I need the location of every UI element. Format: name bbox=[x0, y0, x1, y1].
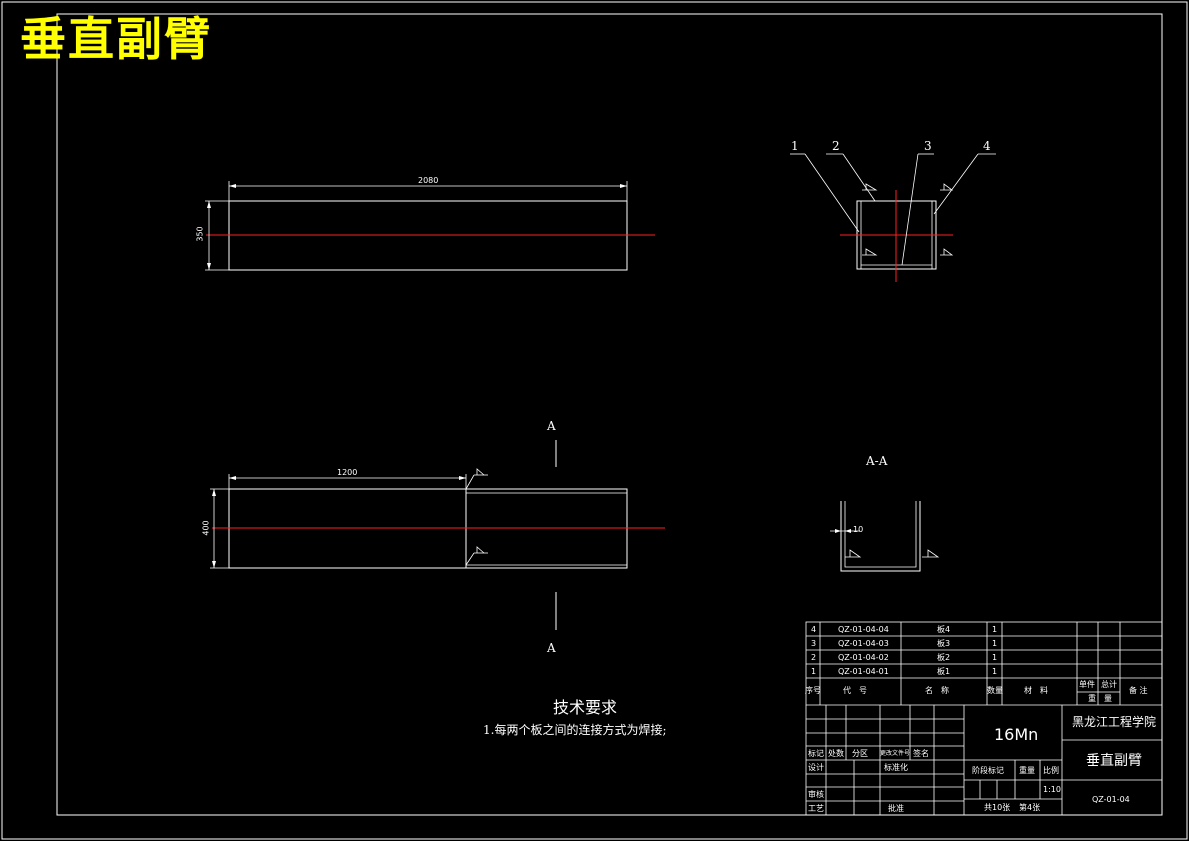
row4-qty: 1 bbox=[992, 625, 998, 634]
section-mark-bottom: A bbox=[547, 641, 556, 655]
row1-code: QZ-01-04-01 bbox=[838, 667, 889, 676]
scale-value: 1:10 bbox=[1043, 785, 1061, 794]
thickness-dim-text: 10 bbox=[853, 525, 864, 534]
section-title: A-A bbox=[866, 454, 888, 468]
label-weight: 重量 bbox=[1019, 766, 1035, 775]
arrow-400-up bbox=[212, 489, 216, 496]
header-name: 名 称 bbox=[925, 686, 949, 695]
row2-name: 板2 bbox=[937, 653, 951, 662]
section-mark-top: A bbox=[547, 419, 556, 433]
dim-1200-text: 1200 bbox=[337, 468, 358, 477]
row3-code: QZ-01-04-03 bbox=[838, 639, 889, 648]
part-label-4: 4 bbox=[983, 139, 991, 153]
row4-code: QZ-01-04-04 bbox=[838, 625, 889, 634]
leader-1-diag bbox=[804, 153, 860, 233]
top-view bbox=[205, 181, 655, 271]
thickness-arrow-b bbox=[845, 529, 851, 533]
header-total-weight: 总计 bbox=[1101, 680, 1117, 689]
leader-2-diag bbox=[842, 153, 876, 202]
row2-code: QZ-01-04-02 bbox=[838, 653, 889, 662]
label-change-doc: 更改文件号 bbox=[880, 750, 911, 757]
dim-height-text: 350 bbox=[195, 226, 205, 242]
front-view bbox=[210, 440, 665, 630]
label-review: 审核 bbox=[808, 790, 824, 799]
arrow-up bbox=[207, 201, 211, 208]
label-process: 工艺 bbox=[808, 804, 824, 813]
header-unit-weight: 单件 bbox=[1079, 680, 1095, 689]
arrow-down bbox=[207, 263, 211, 270]
school-name: 黑龙江工程学院 bbox=[1072, 715, 1157, 729]
dim-400-text: 400 bbox=[201, 520, 211, 536]
label-approve: 批准 bbox=[888, 804, 904, 813]
label-mark: 标记 bbox=[808, 749, 824, 758]
row1-name: 板1 bbox=[937, 667, 951, 676]
label-count: 处数 bbox=[828, 749, 844, 758]
part-label-2: 2 bbox=[832, 139, 840, 153]
drawing-number: QZ-01-04 bbox=[1092, 795, 1130, 804]
row3-qty: 1 bbox=[992, 639, 998, 648]
section-aa-view bbox=[830, 501, 940, 572]
part-label-3: 3 bbox=[924, 139, 932, 153]
part-label-1: 1 bbox=[791, 139, 799, 153]
inner-frame bbox=[56, 13, 1163, 816]
header-no: 序号 bbox=[805, 686, 821, 695]
weld-symbol-front-top bbox=[465, 468, 488, 490]
tech-req-heading: 技术要求 bbox=[553, 698, 618, 717]
sheet-total: 共10张 bbox=[984, 803, 1011, 812]
leader-4-diag bbox=[933, 153, 979, 215]
row2-no: 2 bbox=[811, 653, 817, 662]
label-standardize: 标准化 bbox=[884, 763, 908, 772]
label-stage-mark: 阶段标记 bbox=[972, 766, 1004, 775]
channel-inner bbox=[844, 501, 917, 568]
label-zone: 分区 bbox=[852, 749, 868, 758]
header-qty: 数量 bbox=[987, 686, 1003, 695]
tech-req-item-1: 1.每两个板之间的连接方式为焊接; bbox=[483, 723, 667, 737]
arrow-1200-left bbox=[229, 476, 236, 480]
label-design: 设计 bbox=[808, 763, 824, 772]
header-material: 材 料 bbox=[1024, 686, 1048, 695]
weld-symbol-front-bottom bbox=[465, 546, 488, 566]
row4-name: 板4 bbox=[937, 625, 951, 634]
arrow-right bbox=[620, 184, 627, 188]
header-weight: 重 量 bbox=[1088, 694, 1112, 703]
row1-qty: 1 bbox=[992, 667, 998, 676]
header-remark: 备 注 bbox=[1129, 686, 1148, 695]
title-block-grid bbox=[805, 621, 1163, 816]
label-signature: 签名 bbox=[913, 749, 929, 758]
row3-name: 板3 bbox=[937, 639, 951, 648]
row3-no: 3 bbox=[811, 639, 817, 648]
channel-outer bbox=[840, 501, 921, 572]
header-code: 代 号 bbox=[843, 686, 867, 695]
arrow-1200-right bbox=[459, 476, 466, 480]
thickness-arrow-a bbox=[835, 529, 841, 533]
weld-symbol-end bbox=[862, 183, 954, 256]
drawing-title: 垂直副臂 bbox=[20, 12, 212, 66]
material-value: 16Mn bbox=[994, 725, 1039, 744]
row4-no: 4 bbox=[811, 625, 817, 634]
row2-qty: 1 bbox=[992, 653, 998, 662]
end-view bbox=[790, 153, 996, 282]
sheet-number: 第4张 bbox=[1019, 803, 1041, 812]
row1-no: 1 bbox=[811, 667, 817, 676]
weld-symbol-section bbox=[845, 549, 940, 558]
leader-3-diag bbox=[901, 153, 919, 266]
dim-length-text: 2080 bbox=[418, 176, 439, 185]
arrow-400-down bbox=[212, 561, 216, 568]
part-name: 垂直副臂 bbox=[1086, 753, 1142, 769]
arrow-left bbox=[229, 184, 236, 188]
label-ratio: 比例 bbox=[1043, 766, 1059, 775]
